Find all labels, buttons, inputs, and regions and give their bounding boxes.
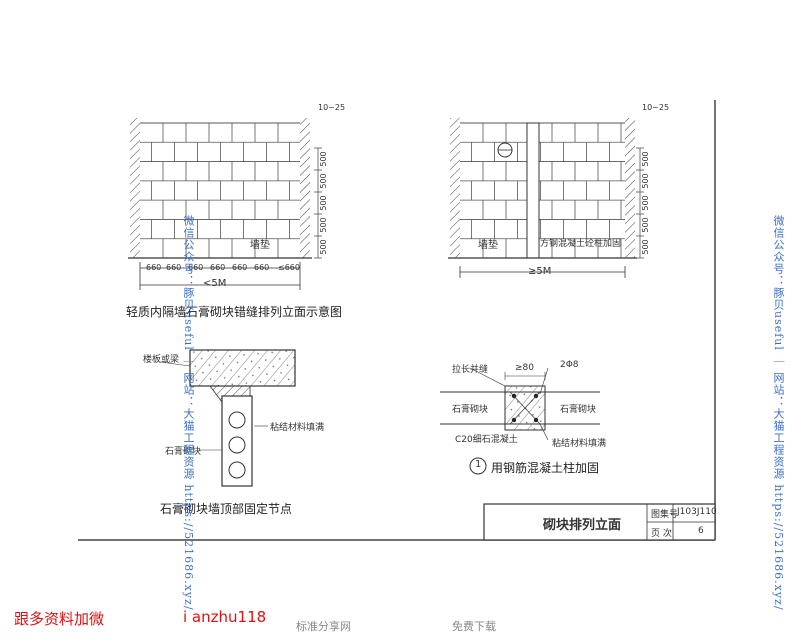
detail-right-caption: 用钢筋混凝土柱加固 (491, 461, 600, 475)
height-dim-label: 500 (641, 173, 650, 188)
width-dim-label: 660 (188, 263, 204, 272)
left-elevation-caption: 轻质内隔墙石膏砌块错缝排列立面示意图 (126, 305, 343, 319)
left-top-gap-dim: 10~25 (318, 103, 346, 112)
width-dim-label: ≤660 (278, 263, 300, 272)
height-dim-label: 500 (641, 217, 650, 232)
left-callout: 墙垫 (250, 240, 270, 251)
detail-label-width: ≥80 (515, 363, 534, 373)
title-block-title: 砌块排列立面 (543, 518, 622, 533)
footer-free-download: 免费下载 (452, 620, 496, 633)
detail-label-adhesive: 粘结材料填满 (270, 423, 325, 433)
footer-promo-id: i anzhu118 (183, 608, 267, 626)
height-dim-label: 500 (319, 239, 328, 254)
right-total-width: ≥5M (528, 266, 552, 277)
detail-label-concrete: C20细石混凝土 (455, 435, 518, 445)
footer-promo-text: 跟多资料加微 (14, 610, 105, 628)
page-value: 6 (698, 526, 704, 536)
detail-label-block-left: 石膏砌块 (452, 405, 489, 415)
width-dim-label: 660 (254, 263, 270, 272)
detail-label-block-right: 石膏砌块 (560, 405, 597, 415)
height-dim-label: 500 (319, 195, 328, 210)
title-block (483, 503, 716, 541)
right-brick-grid (460, 122, 625, 259)
detail-label-fill: 粘结材料填满 (552, 439, 607, 449)
atlas-label: 图集号 (651, 510, 679, 520)
width-dim-label: 660 (210, 263, 226, 272)
right-callout-column: 方钢混凝土砼柱加固 (540, 239, 622, 249)
width-dim-label: 660 (232, 263, 248, 272)
height-dim-label: 500 (641, 195, 650, 210)
height-dim-label: 500 (319, 217, 328, 232)
detail-label-rebar: 2Φ8 (560, 360, 579, 370)
height-dim-label: 500 (319, 173, 328, 188)
width-dim-label: 660 (166, 263, 182, 272)
detail-label-block: 石膏砌块 (165, 447, 202, 457)
detail-left-caption: 石膏砌块墙顶部固定节点 (160, 502, 293, 516)
watermark-left: 微信公众号：豚贝useful ｜ 网站：大猫工程资源 https://52168… (182, 215, 195, 611)
detail-label-slab: 楼板或梁 (143, 355, 180, 365)
right-callout-pad: 墙垫 (478, 240, 498, 251)
right-height-dimension: 500 500 500 500 500 (636, 147, 650, 259)
width-dim-label: 660 (146, 263, 162, 272)
detail-top-fixing (159, 349, 296, 487)
atlas-value: J103J110 (677, 507, 717, 517)
right-top-gap-dim: 10~25 (642, 103, 670, 112)
detail-label-joint: 拉长并缝 (452, 365, 489, 375)
detail-number: 1 (475, 459, 482, 470)
left-elevation: 500 500 500 500 500 (128, 118, 328, 290)
detail-rc-column (440, 367, 600, 475)
watermark-right: 微信公众号：豚贝useful ｜ 网站：大猫工程资源 https://52168… (772, 215, 785, 611)
left-height-dimension: 500 500 500 500 500 (314, 147, 328, 259)
left-brick-grid (140, 122, 300, 259)
height-dim-label: 500 (641, 239, 650, 254)
footer-site-name: 标准分享网 (296, 620, 351, 633)
height-dim-label: 500 (641, 151, 650, 166)
page-label: 页 次 (651, 529, 672, 539)
height-dim-label: 500 (319, 151, 328, 166)
right-elevation: 500 500 500 500 500 (448, 118, 650, 278)
left-total-width: <5M (203, 278, 227, 289)
